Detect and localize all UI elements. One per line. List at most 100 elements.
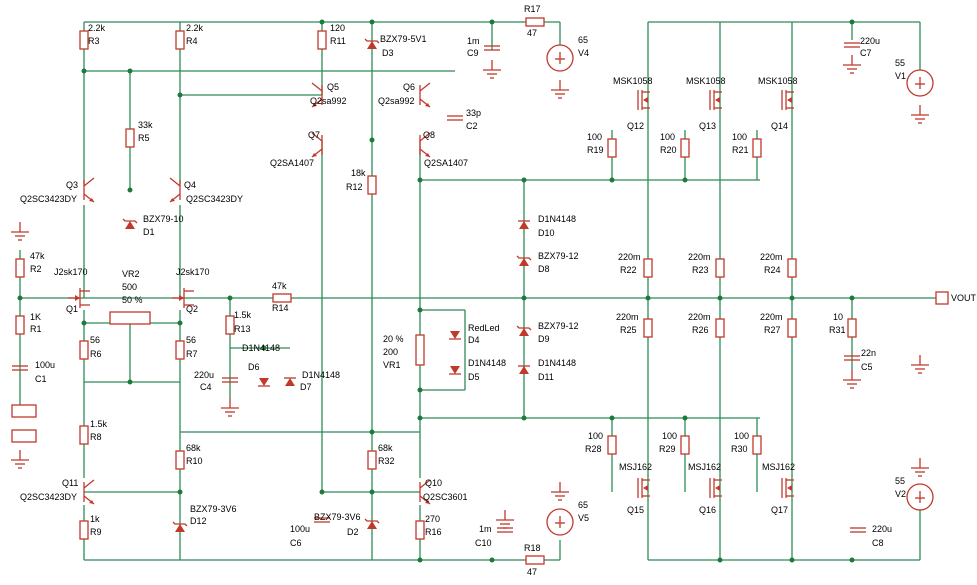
led-d4-value: RedLed — [468, 323, 500, 333]
zener-d12-ref: D12 — [190, 516, 207, 526]
resistor-r20-ref: R20 — [660, 145, 677, 155]
zener-d1-value: BZX79-10 — [143, 214, 184, 224]
resistor-r26-symbol — [715, 318, 725, 338]
transistor-q5-value: Q2sa992 — [310, 96, 347, 106]
led-d4-ref: D4 — [468, 335, 480, 345]
diode-d11-value: D1N4148 — [538, 358, 576, 368]
ground-icon — [910, 104, 930, 124]
jfet-q1-ref: Q1 — [66, 304, 78, 314]
resistor-r20-value: 100 — [660, 132, 675, 142]
resistor-r26-value: 220m — [688, 312, 711, 322]
zener-d3-value: BZX79-5V1 — [380, 34, 427, 44]
resistor-r16-value: 270 — [425, 514, 440, 524]
zener-d2-symbol — [364, 518, 380, 530]
ground-icon — [550, 79, 570, 99]
capacitor-c9-ref: C9 — [467, 48, 479, 58]
diode-d6-symbol — [257, 377, 271, 387]
ground-icon — [910, 354, 930, 374]
resistor-r26-ref: R26 — [692, 325, 709, 335]
resistor-r19-symbol — [607, 138, 617, 158]
diode-d6-ref: D6 — [248, 362, 260, 372]
resistor-r14-value: 47k — [272, 281, 287, 291]
resistor-r10-symbol — [175, 450, 185, 470]
diode-d5-ref: D5 — [468, 372, 480, 382]
transistor-q7-ref: Q7 — [308, 130, 320, 140]
mosfet-q13-value: MSK1058 — [686, 76, 726, 86]
mosfet-q15-value: MSJ162 — [619, 462, 652, 472]
resistor-r8-symbol — [79, 425, 89, 445]
ground-icon — [910, 457, 930, 477]
output-label: VOUT — [951, 293, 977, 303]
resistor-r27-symbol — [787, 318, 797, 338]
zener-d12-value: BZX79-3V6 — [190, 504, 237, 514]
mosfet-q13-ref: Q13 — [699, 121, 716, 131]
voltage-source-v5-value: 65 — [578, 500, 588, 510]
capacitor-c7-symbol — [843, 42, 861, 48]
zener-d9-ref: D9 — [538, 334, 550, 344]
resistor-r23-symbol — [715, 258, 725, 278]
capacitor-c8-ref: C8 — [872, 538, 884, 548]
resistor-r1-symbol — [15, 315, 25, 335]
resistor-r1-value: 1K — [30, 312, 41, 322]
transistor-q3-symbol — [83, 177, 95, 203]
resistor-r5-symbol — [125, 128, 135, 148]
resistor-r31-symbol — [847, 318, 857, 338]
resistor-r3-ref: R3 — [88, 36, 100, 46]
resistor-r6-ref: R6 — [90, 349, 102, 359]
capacitor-c8-value: 220u — [872, 524, 892, 534]
voltage-source-v5-symbol — [546, 508, 574, 536]
voltage-source-v2-ref: V2 — [895, 489, 906, 499]
capacitor-c4-value: 220u — [194, 370, 214, 380]
resistor-r19-value: 100 — [587, 132, 602, 142]
resistor-r22-value: 220m — [618, 252, 641, 262]
resistor-r30-ref: R30 — [731, 444, 748, 454]
resistor-r14-ref: R14 — [272, 303, 289, 313]
resistor-r11-value: 120 — [330, 23, 345, 33]
resistor-r23-value: 220m — [688, 252, 711, 262]
zener-d2-ref: D2 — [347, 527, 359, 537]
resistor-r10-value: 68k — [186, 443, 201, 453]
mosfet-q16-ref: Q16 — [699, 505, 716, 515]
transistor-q10-value: Q2SC3601 — [423, 492, 468, 502]
capacitor-c2-ref: C2 — [466, 121, 478, 131]
capacitor-c4-ref: C4 — [200, 382, 212, 392]
resistor-r2-value: 47k — [30, 251, 45, 261]
resistor-r17-symbol — [525, 17, 545, 27]
mosfet-q15-ref: Q15 — [627, 505, 644, 515]
transistor-q7-value: Q2SA1407 — [270, 158, 314, 168]
voltage-source-v4-ref: V4 — [578, 48, 589, 58]
zener-d12-symbol — [172, 521, 188, 533]
diode-d11-symbol — [517, 365, 531, 375]
capacitor-c9-value: 1m — [467, 36, 480, 46]
transistor-q11-value: Q2SC3423DY — [20, 492, 77, 502]
resistor-r10-ref: R10 — [186, 456, 203, 466]
transistor-q3-ref: Q3 — [66, 180, 78, 190]
capacitor-c1-ref: C1 — [35, 374, 47, 384]
ground-icon — [842, 54, 862, 74]
transistor-q4-value: Q2SC3423DY — [186, 194, 243, 204]
resistor-r24-ref: R24 — [764, 265, 781, 275]
potentiometer-vr1-extra: 20 % — [383, 334, 404, 344]
zener-d3-ref: D3 — [382, 48, 394, 58]
resistor-r3-symbol — [79, 30, 89, 50]
mosfet-q16-value: MSJ162 — [688, 462, 721, 472]
zener-d1-symbol — [122, 218, 138, 230]
ground-icon — [10, 449, 30, 469]
resistor-r16-symbol — [415, 520, 425, 540]
capacitor-c10-ref: C10 — [475, 538, 492, 548]
transistor-q6-symbol — [419, 82, 431, 108]
transistor-q6-value: Q2sa992 — [378, 96, 415, 106]
diode-d7-ref: D7 — [300, 382, 312, 392]
resistor-r6-symbol — [79, 340, 89, 360]
zener-d8-symbol — [516, 255, 532, 267]
mosfet-q12-ref: Q12 — [627, 121, 644, 131]
diode-d10-ref: D10 — [538, 228, 555, 238]
resistor-r8-ref: R8 — [90, 432, 102, 442]
capacitor-c6-value: 100u — [290, 524, 310, 534]
capacitor-c10-value: 1m — [479, 524, 492, 534]
potentiometer-vr1-value: 200 — [383, 347, 398, 357]
capacitor-c2-value: 33p — [466, 108, 481, 118]
jfet-q1-value: J2sk170 — [54, 267, 88, 277]
mosfet-q14-ref: Q14 — [771, 121, 788, 131]
